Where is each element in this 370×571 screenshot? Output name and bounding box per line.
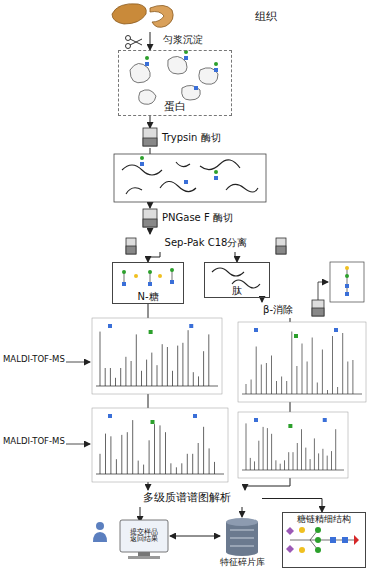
- process-node: 特征碎片库: [212, 552, 272, 568]
- process-node: 组织: [108, 2, 280, 32]
- column-icon: [143, 209, 157, 227]
- node-text: 返回结果: [130, 536, 158, 543]
- glycan-mark: [108, 324, 112, 328]
- flow-arrow: [262, 499, 322, 513]
- spectrum-panel: [238, 412, 348, 478]
- glycan-mark: [193, 414, 197, 418]
- glycan-structure: [286, 527, 359, 553]
- instrument-label: MALDI-TOF-MS: [2, 355, 66, 365]
- computer-icon: [120, 520, 168, 559]
- glycan-mark: [288, 424, 292, 428]
- protein-blobs: [130, 50, 218, 104]
- flow-arrow: [242, 507, 243, 517]
- column-icon: [143, 128, 157, 146]
- flow-arrow: [150, 32, 151, 50]
- spectrum-peaks: [242, 332, 362, 395]
- instrument-label: MALDI-TOF-MS: [2, 437, 66, 447]
- database-icon: [226, 518, 258, 556]
- node-text: 肽: [232, 285, 242, 297]
- glycan-mark: [323, 418, 327, 422]
- glycan-mark: [254, 328, 258, 332]
- node-text: β-消除: [263, 304, 293, 316]
- process-node: 多级质谱谱图解析: [112, 490, 262, 507]
- flow-arrow: [235, 252, 237, 262]
- node-text: 提交样品: [130, 529, 158, 536]
- process-node: 提交样品返回结果: [122, 522, 166, 550]
- process-node: N-糖: [112, 262, 184, 304]
- person-icon: [93, 522, 107, 542]
- node-text: 特征碎片库: [220, 557, 265, 567]
- process-node: β-消除: [250, 302, 306, 318]
- spectrum-panel: [238, 322, 366, 402]
- node-text: 多级质谱谱图解析: [143, 492, 231, 505]
- glycan-mark: [294, 334, 298, 338]
- flow-arrow: [150, 228, 151, 234]
- process-node: Trypsin 酶切: [138, 128, 268, 148]
- scissors-icon: [126, 36, 143, 49]
- spectrum-peaks: [242, 423, 344, 470]
- column-icon: [126, 238, 286, 254]
- glycan-mark: [108, 414, 112, 418]
- flow-arrow: [150, 116, 151, 128]
- glycan-mark: [254, 418, 258, 422]
- spectrum-peaks: [96, 420, 224, 474]
- glycan-mark: [334, 328, 338, 332]
- glycan-icons: [122, 268, 174, 286]
- flow-arrow: [170, 536, 220, 537]
- node-text: 组织: [255, 11, 277, 24]
- process-node: 糖链精细结构: [282, 512, 366, 568]
- glycan-mark: [189, 324, 193, 328]
- spectrum-peaks: [96, 330, 218, 386]
- glycan-product: [318, 262, 364, 302]
- flow-arrow: [262, 298, 263, 302]
- spectrum-panel: [92, 318, 222, 394]
- flow-arrow: [148, 252, 160, 262]
- glycan-mark: [151, 420, 155, 424]
- digest-mixture: [114, 154, 266, 202]
- maldi-arrows: [66, 362, 90, 444]
- column-icon: [312, 300, 324, 316]
- node-text: N-糖: [137, 291, 158, 303]
- process-node: PNGase F 酶切: [138, 208, 278, 228]
- process-node: 肽: [204, 262, 270, 298]
- node-text: PNGase F 酶切: [162, 212, 233, 224]
- process-node: 蛋白: [118, 50, 232, 116]
- process-node: Sep-Pak C18分离: [140, 234, 272, 252]
- edge-label: 匀浆沉淀: [162, 34, 204, 46]
- glycan-mark: [149, 330, 153, 334]
- ms-spectra: [92, 318, 366, 482]
- liver-icon: [112, 4, 146, 24]
- intestine-icon: [150, 5, 173, 27]
- node-text: 糖链精细结构: [297, 514, 351, 524]
- node-text: 蛋白: [164, 101, 186, 114]
- node-text: Sep-Pak C18分离: [165, 237, 248, 249]
- node-text: Trypsin 酶切: [162, 132, 221, 144]
- spectrum-panel: [92, 408, 228, 482]
